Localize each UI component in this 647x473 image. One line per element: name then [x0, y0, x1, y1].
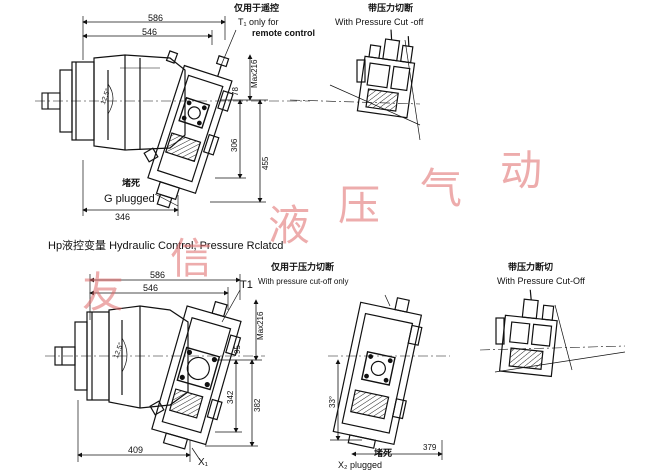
top-pump-view: 12.5° [35, 16, 310, 216]
remote-label-t1: T₁ only for [238, 17, 279, 27]
bottom-dim-546: 546 [143, 283, 159, 293]
bottom-right-detail [479, 289, 626, 378]
bottom-dim-586: 586 [150, 270, 166, 280]
top-right-title-en: With Pressure Cut -off [335, 17, 424, 27]
top-plugged-cn: 堵死 [122, 179, 141, 189]
top-dim-306: 306 [230, 138, 239, 152]
top-dim-586: 586 [148, 13, 164, 23]
bottom-mid-dim-33: 33° [328, 395, 337, 408]
bottom-x1-label: X₁ [198, 457, 209, 468]
bottom-right-title-en: With Pressure Cut-Off [497, 276, 585, 286]
top-right-title-cn: 带压力切断 [368, 4, 414, 14]
top-angle-label: 12.5° [99, 87, 112, 105]
watermark-char-2: 信 [170, 234, 213, 283]
top-dim-455: 455 [261, 156, 270, 170]
bottom-dim-382: 382 [253, 398, 262, 412]
bottom-mid-dim-379: 379 [423, 443, 437, 452]
bottom-dim-95: 95 [233, 345, 242, 354]
top-dim-546: 546 [142, 27, 158, 37]
bottom-pump-view: 12.5° [45, 274, 265, 462]
watermark-char-1: 友 [82, 268, 125, 317]
bottom-t1-label: T1 [240, 279, 253, 291]
top-dim-346: 346 [115, 212, 131, 222]
top-dim-max216: Max216 [250, 59, 259, 88]
bottom-dim-409: 409 [128, 445, 144, 455]
bottom-mid-title-en: With pressure cut-off only [258, 277, 349, 286]
watermark-char-6: 动 [500, 146, 543, 195]
watermark-char-4: 压 [338, 181, 381, 230]
remote-label-cn: 仅用于遥控 [234, 4, 280, 14]
bottom-mid-detail [328, 294, 450, 460]
watermark-char-5: 气 [420, 164, 463, 213]
watermark-char-3: 液 [268, 201, 311, 250]
bottom-right-title-cn: 带压力断切 [508, 263, 554, 273]
bottom-mid-plugged-cn: 堵死 [374, 449, 393, 459]
bottom-mid-plugged-en: X₂ plugged [338, 460, 383, 470]
top-right-detail [289, 29, 421, 141]
bottom-mid-title-cn: 仅用于压力切断 [271, 263, 335, 273]
bottom-angle-label: 12.5° [112, 341, 125, 359]
section-title: Hp液控变量 Hydraulic Control, Pressure Rclat… [48, 240, 284, 252]
top-plugged-en: G plugged [104, 193, 155, 205]
remote-label-en: remote control [252, 28, 316, 38]
bottom-dim-max216: Max216 [256, 311, 265, 340]
bottom-dim-342: 342 [226, 390, 235, 404]
top-dim-78: 78 [231, 87, 240, 96]
